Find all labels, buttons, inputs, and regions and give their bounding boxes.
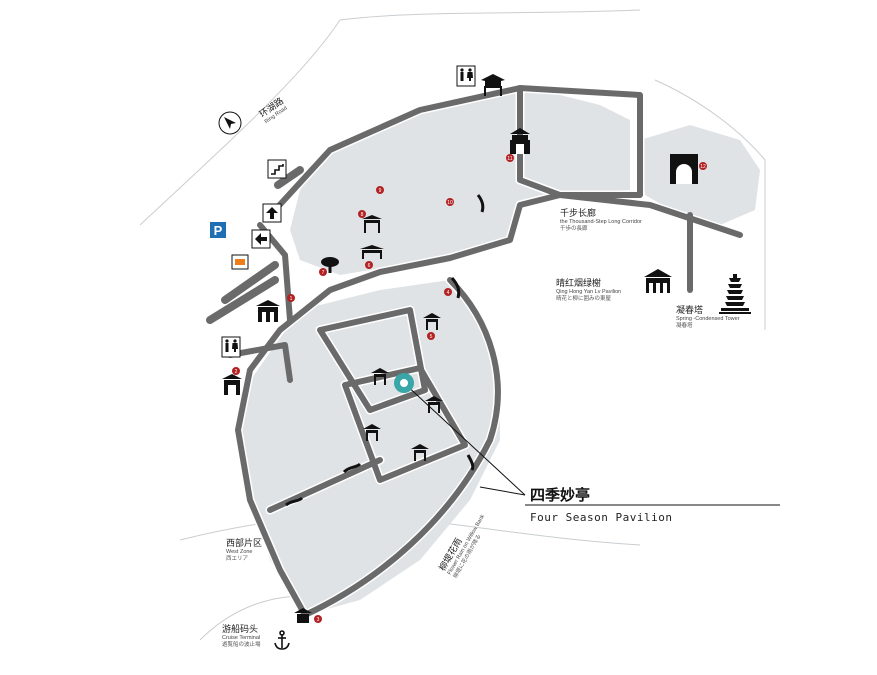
pavilion-icon (425, 396, 443, 413)
north-island (290, 90, 630, 275)
label-west-zone: 西部片区 West Zone 西エリア (226, 539, 263, 562)
entrance-arrow-icon (262, 203, 282, 223)
entrance-arrow-icon (251, 229, 271, 249)
feature-title: 四季妙亭 (530, 486, 591, 504)
svg-text:1: 1 (290, 296, 293, 302)
label-tower: 凝春塔 Spring -Condensed Tower 凝春塔 (676, 306, 740, 329)
label-corridor: 千步长廊 the Thousand-Step Long Corridor 千歩の… (560, 209, 642, 232)
pavilion-icon (644, 269, 672, 293)
feature-subtitle: Four Season Pavilion (530, 511, 673, 524)
svg-text:12: 12 (700, 164, 706, 170)
pavilion-icon (481, 74, 505, 96)
pavilion-icons (222, 74, 672, 623)
pavilion-icon (222, 374, 242, 395)
gate-icon (670, 154, 698, 184)
svg-text:11: 11 (507, 156, 512, 162)
pavilion-icon (363, 424, 381, 441)
marker-2: 2 (232, 367, 240, 375)
svg-text:9: 9 (379, 188, 382, 194)
pavilion-icon (360, 245, 384, 259)
svg-text:5: 5 (430, 334, 433, 340)
label-qinghong: 晴红烟绿榭 Qing Hong Yan Lv Pavilion 晴花と柳に囲みの… (556, 279, 622, 302)
anchor-icon (274, 630, 290, 650)
pavilion-icon (362, 215, 382, 233)
pavilion-icon (371, 368, 389, 385)
east-island (640, 125, 760, 225)
marker-12: 12 (699, 162, 707, 170)
pavilion-icon (256, 300, 280, 322)
marker-1: 1 (287, 294, 295, 302)
feature-pointer (394, 373, 780, 506)
ticket-icon (231, 254, 249, 270)
tower-icon (719, 274, 751, 314)
svg-text:P: P (214, 223, 223, 238)
svg-text:10: 10 (447, 200, 453, 206)
svg-text:6: 6 (368, 263, 371, 269)
numbered-markers: 1 2 3 4 5 6 7 8 9 10 11 12 (232, 154, 707, 623)
pavilion-icon (423, 313, 441, 330)
pavilion-icon (411, 444, 429, 461)
svg-text:8: 8 (361, 212, 364, 218)
parking-icon: P (210, 222, 226, 238)
svg-text:7: 7 (322, 270, 325, 276)
label-cruise: 游船码头 Cruise Terminal 遊覧船の波止場 (222, 625, 261, 648)
marker-8: 8 (358, 210, 366, 218)
marker-5: 5 (427, 332, 435, 340)
bridges (285, 194, 485, 507)
marker-4: 4 (444, 288, 452, 296)
marker-9: 9 (376, 186, 384, 194)
pavilion-icon (510, 128, 530, 154)
marker-11: 11 (506, 154, 514, 162)
toilet-icon (456, 65, 476, 87)
svg-text:2: 2 (235, 369, 238, 375)
svg-text:3: 3 (317, 617, 320, 623)
tree-icon (321, 257, 339, 273)
marker-3: 3 (314, 615, 322, 623)
stair-icon (267, 159, 287, 179)
pavilion-icon (294, 608, 312, 623)
marker-7: 7 (319, 268, 327, 276)
north-arrow-icon (218, 111, 242, 135)
toilet-icon (221, 336, 241, 358)
svg-text:4: 4 (447, 290, 450, 296)
marker-6: 6 (365, 261, 373, 269)
marker-10: 10 (446, 198, 454, 206)
